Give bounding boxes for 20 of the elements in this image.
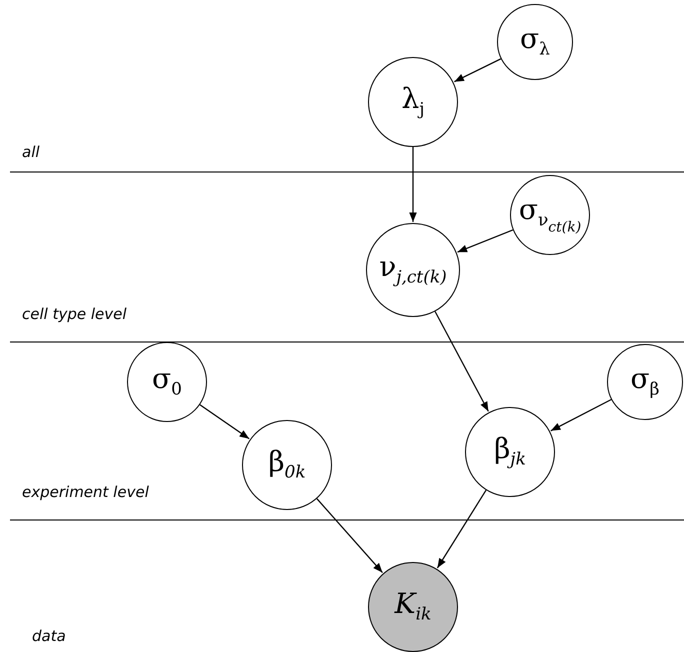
variable-symbol: ν$_{j,ct(k)}$ [379, 253, 447, 287]
arrow [200, 404, 250, 440]
level-label: cell type level [22, 305, 127, 323]
variable-symbol: K$_{ik}$ [394, 590, 432, 624]
level-label: experiment level [22, 483, 149, 501]
arrow [550, 398, 612, 432]
variable-symbol: λ$_{j}$ [401, 85, 425, 119]
arrow [457, 229, 514, 253]
arrow [436, 490, 487, 568]
variable-symbol: β$_{jk}$ [494, 435, 526, 469]
variable-symbol: σ$_{λ}$ [520, 25, 550, 59]
level-label: data [32, 627, 66, 645]
variable-symbol: σ$_{0}$ [152, 365, 182, 399]
variable-symbol: σ$_{β}$ [630, 365, 660, 399]
arrow [409, 147, 417, 222]
arrow [316, 498, 383, 573]
arrow [454, 58, 502, 82]
arrow [434, 311, 489, 412]
level-label: all [22, 143, 40, 161]
variable-symbol: β$_{0k}$ [268, 448, 306, 482]
